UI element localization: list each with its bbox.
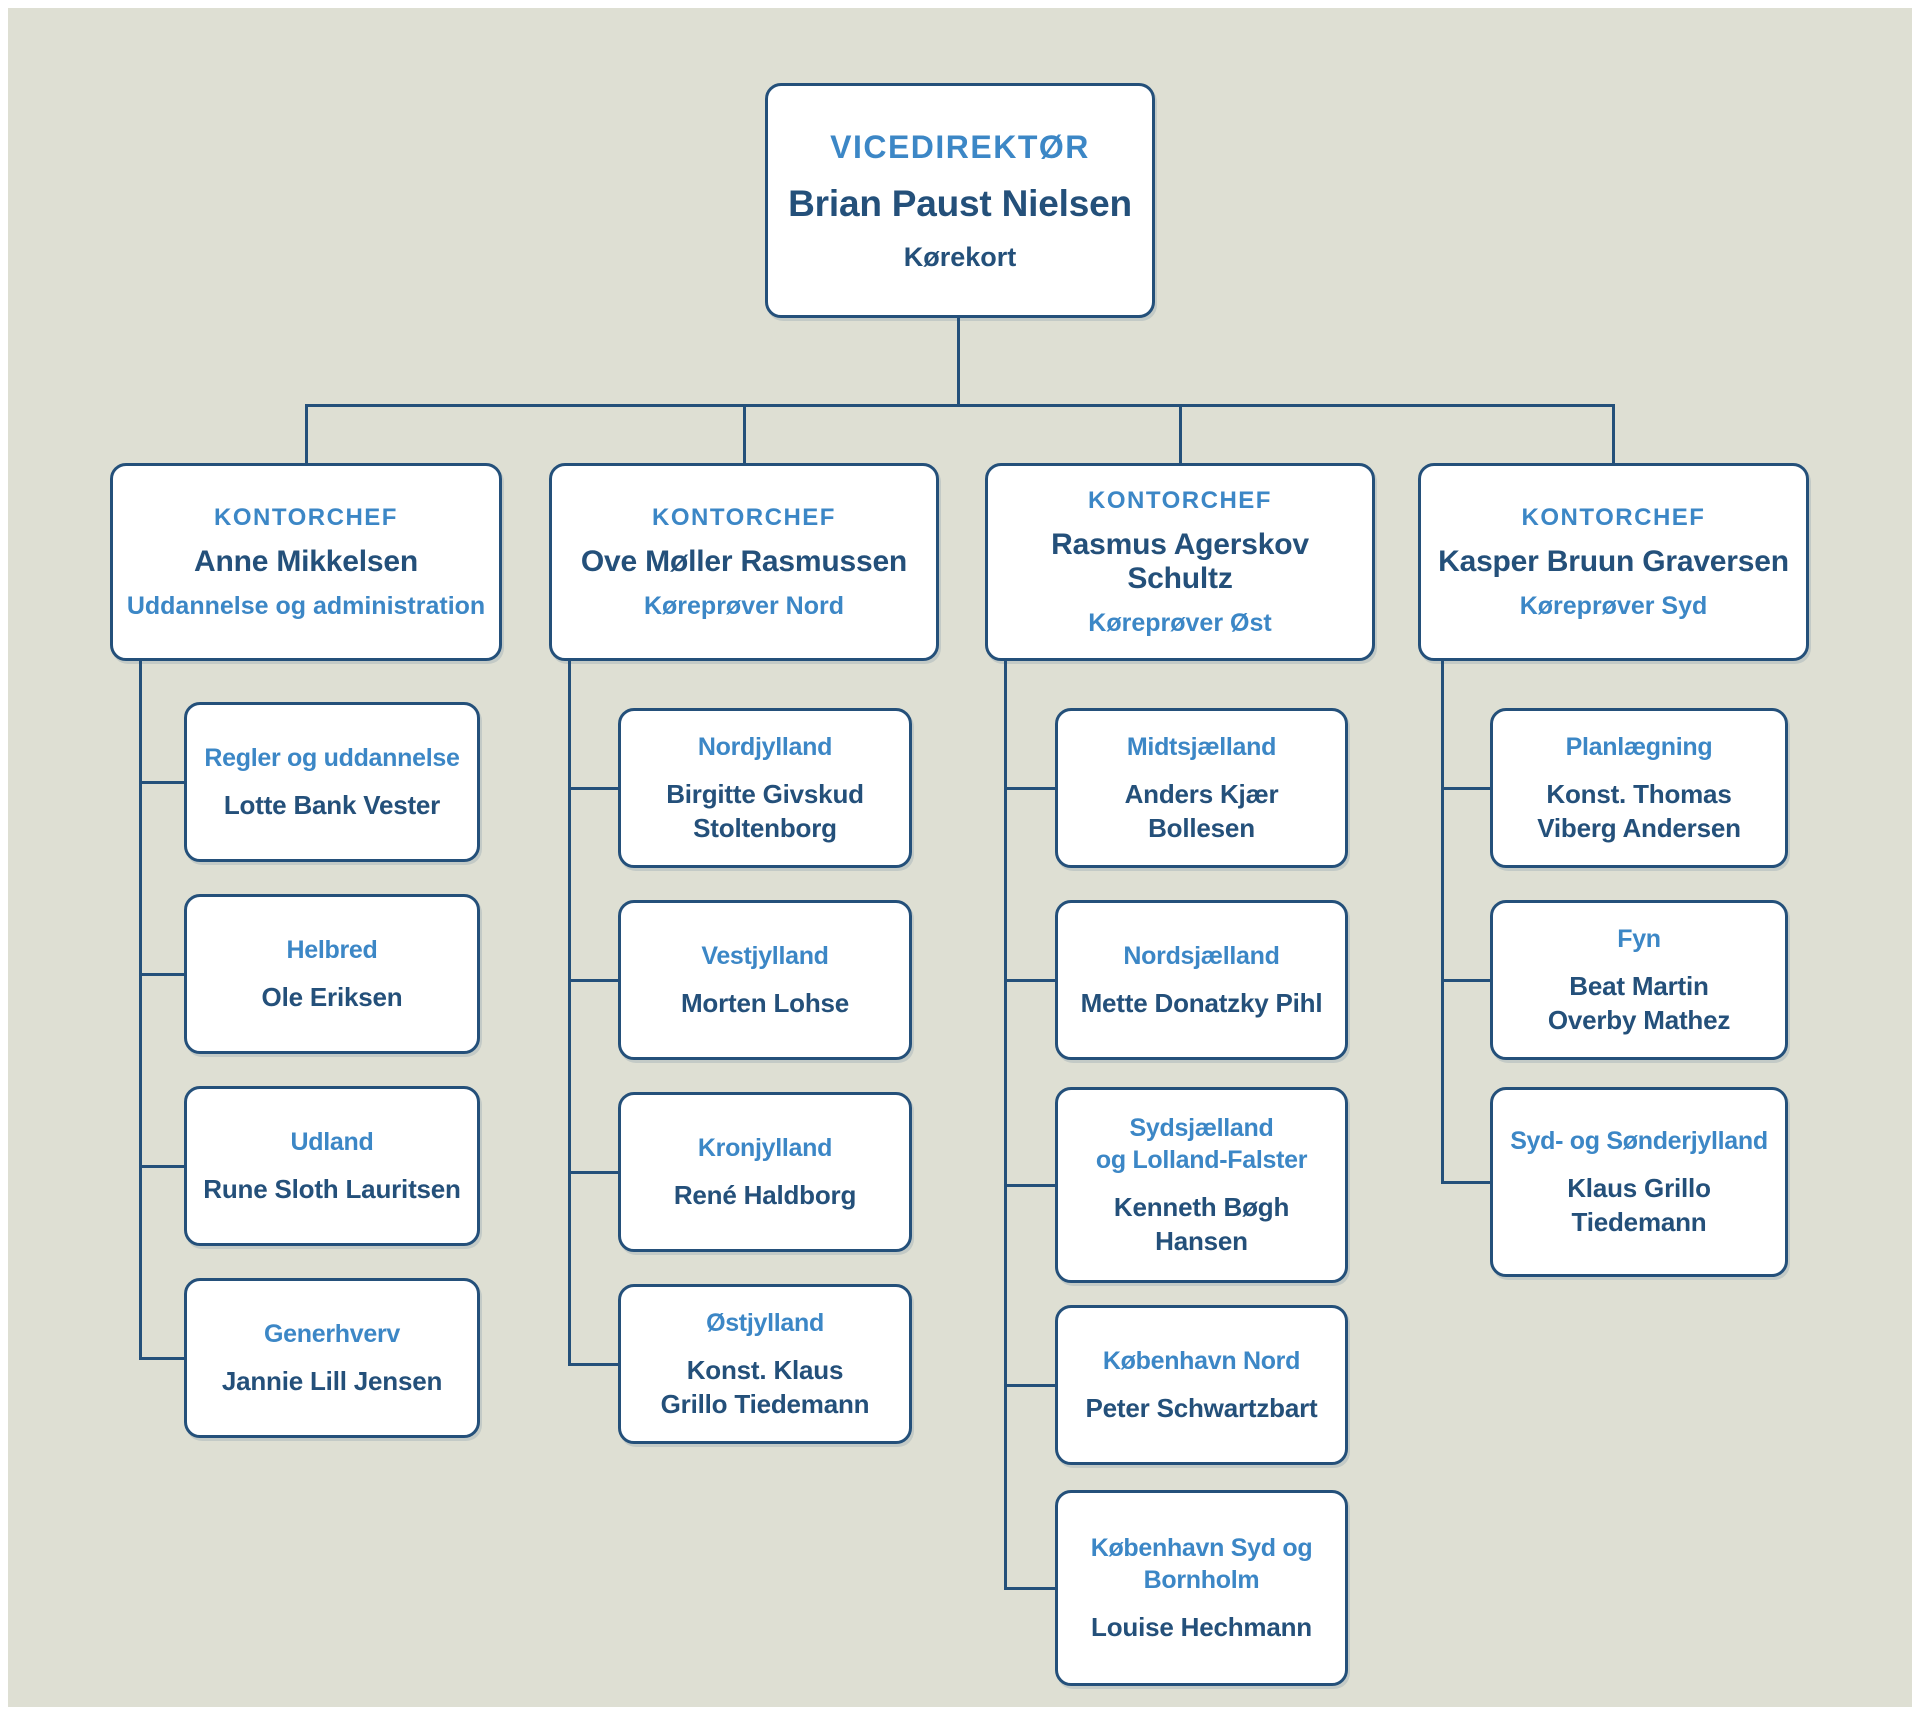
person-name: Anne Mikkelsen <box>194 544 418 578</box>
person-name: Kasper Bruun Graversen <box>1438 544 1789 578</box>
child-box-udland: Udland Rune Sloth Lauritsen <box>184 1086 480 1246</box>
child-box-syd-og-sonderjylland: Syd- og Sønderjylland Klaus Grillo Tiede… <box>1490 1087 1788 1277</box>
connector-line <box>139 659 142 1360</box>
role-label: KONTORCHEF <box>1088 486 1272 514</box>
connector-line <box>1179 404 1182 465</box>
child-box-regler-og-uddannelse: Regler og uddannelse Lotte Bank Vester <box>184 702 480 862</box>
connector-line <box>1004 1184 1055 1187</box>
child-title: Nordsjælland <box>1123 941 1280 970</box>
child-name: Konst. Thomas Viberg Andersen <box>1537 778 1741 843</box>
connector-line <box>743 404 746 465</box>
child-name: René Haldborg <box>673 1179 857 1210</box>
child-title: Regler og uddannelse <box>204 743 460 772</box>
child-title: Fyn <box>1617 924 1661 953</box>
child-name: Kenneth Bøgh Hansen <box>1113 1191 1290 1256</box>
child-name: Anders Kjær Bollesen <box>1124 778 1279 843</box>
child-box-kobenhavn-nord: København Nord Peter Schwartzbart <box>1055 1305 1348 1465</box>
connector-line <box>1441 787 1490 790</box>
child-title: Midtsjælland <box>1126 732 1277 761</box>
child-title: Syd- og Sønderjylland <box>1510 1126 1768 1155</box>
person-name: Brian Paust Nielsen <box>788 182 1132 224</box>
connector-line <box>139 973 184 976</box>
kontorchef-box-uddannelse: KONTORCHEF Anne Mikkelsen Uddannelse og … <box>110 463 502 661</box>
child-box-ostjylland: Østjylland Konst. Klaus Grillo Tiedemann <box>618 1284 912 1444</box>
unit-label: Uddannelse og administration <box>126 591 486 620</box>
connector-line <box>305 404 308 465</box>
child-title: Udland <box>290 1127 374 1156</box>
child-title: Nordjylland <box>697 732 833 761</box>
child-name: Lotte Bank Vester <box>223 789 441 820</box>
unit-label: Køreprøver Syd <box>1519 591 1708 620</box>
person-name: Ove Møller Rasmussen <box>580 544 908 578</box>
person-name: Rasmus Agerskov Schultz <box>1051 527 1309 595</box>
child-box-midtsjaelland: Midtsjælland Anders Kjær Bollesen <box>1055 708 1348 868</box>
child-title: Generhverv <box>264 1319 400 1348</box>
child-box-fyn: Fyn Beat Martin Overby Mathez <box>1490 900 1788 1060</box>
connector-line <box>568 1363 618 1366</box>
kontorchef-box-koreprover-ost: KONTORCHEF Rasmus Agerskov Schultz Kørep… <box>985 463 1375 661</box>
connector-line <box>1441 659 1444 1184</box>
child-title: Kronjylland <box>697 1133 833 1162</box>
child-name: Beat Martin Overby Mathez <box>1547 970 1731 1035</box>
child-box-planlaegning: Planlægning Konst. Thomas Viberg Anderse… <box>1490 708 1788 868</box>
unit-label: Køreprøver Øst <box>1088 608 1272 637</box>
role-label: KONTORCHEF <box>652 503 836 531</box>
connector-line <box>1004 1587 1055 1590</box>
child-title: Planlægning <box>1565 732 1713 761</box>
child-box-nordsjaelland: Nordsjælland Mette Donatzky Pihl <box>1055 900 1348 1060</box>
connector-line <box>1004 787 1055 790</box>
connector-line <box>568 787 618 790</box>
child-name: Peter Schwartzbart <box>1085 1392 1318 1423</box>
connector-line <box>568 1171 618 1174</box>
child-title: Helbred <box>286 935 378 964</box>
connector-line <box>568 979 618 982</box>
child-box-kronjylland: Kronjylland René Haldborg <box>618 1092 912 1252</box>
connector-line <box>1441 1181 1490 1184</box>
connector-line <box>1612 404 1615 465</box>
connector-line <box>1441 979 1490 982</box>
connector-line <box>1004 659 1007 1590</box>
child-title: Østjylland <box>706 1308 824 1337</box>
child-name: Konst. Klaus Grillo Tiedemann <box>660 1354 870 1419</box>
connector-line <box>139 1165 184 1168</box>
child-box-generhverv: Generhverv Jannie Lill Jensen <box>184 1278 480 1438</box>
root-box-vicedirektor: VICEDIREKTØR Brian Paust Nielsen Kørekor… <box>765 83 1155 318</box>
connector-line <box>305 404 1615 407</box>
child-name: Ole Eriksen <box>261 981 403 1012</box>
connector-line <box>1004 979 1055 982</box>
child-title: København Nord <box>1102 1346 1301 1375</box>
role-label: KONTORCHEF <box>1521 503 1706 531</box>
child-box-sydsjaelland-lolland-falster: Sydsjælland og Lolland-Falster Kenneth B… <box>1055 1087 1348 1283</box>
role-label: VICEDIREKTØR <box>830 128 1090 165</box>
connector-line <box>1004 1384 1055 1387</box>
child-title: Sydsjælland og Lolland-Falster <box>1095 1113 1308 1174</box>
connector-line <box>568 659 571 1366</box>
child-title: Vestjylland <box>701 941 829 970</box>
child-name: Jannie Lill Jensen <box>221 1365 443 1396</box>
child-name: Klaus Grillo Tiedemann <box>1567 1172 1711 1237</box>
child-title: København Syd og Bornholm <box>1090 1533 1313 1594</box>
connector-line <box>957 318 960 406</box>
child-box-vestjylland: Vestjylland Morten Lohse <box>618 900 912 1060</box>
child-name: Morten Lohse <box>680 987 850 1018</box>
unit-label: Køreprøver Nord <box>643 591 845 620</box>
kontorchef-box-koreprover-nord: KONTORCHEF Ove Møller Rasmussen Køreprøv… <box>549 463 939 661</box>
role-label: KONTORCHEF <box>214 503 398 531</box>
connector-line <box>139 781 184 784</box>
child-name: Rune Sloth Lauritsen <box>203 1173 461 1204</box>
child-box-helbred: Helbred Ole Eriksen <box>184 894 480 1054</box>
child-box-kobenhavn-syd-bornholm: København Syd og Bornholm Louise Hechman… <box>1055 1490 1348 1686</box>
connector-line <box>139 1357 184 1360</box>
child-name: Mette Donatzky Pihl <box>1080 987 1323 1018</box>
unit-label: Kørekort <box>903 241 1017 272</box>
kontorchef-box-koreprover-syd: KONTORCHEF Kasper Bruun Graversen Kørepr… <box>1418 463 1809 661</box>
child-name: Birgitte Givskud Stoltenborg <box>666 778 864 843</box>
child-box-nordjylland: Nordjylland Birgitte Givskud Stoltenborg <box>618 708 912 868</box>
child-name: Louise Hechmann <box>1091 1611 1312 1642</box>
